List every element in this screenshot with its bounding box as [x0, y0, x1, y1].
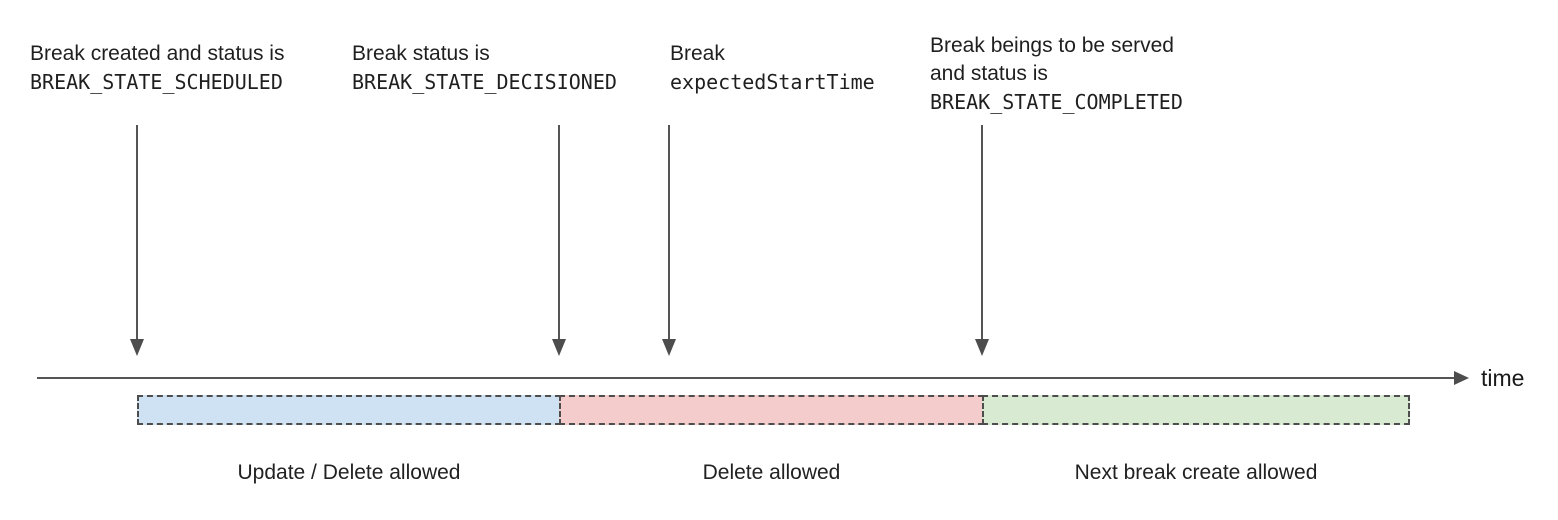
segment-label: Delete allowed — [702, 461, 841, 484]
arrow-head — [662, 339, 676, 356]
segment-label: Next break create allowed — [1074, 461, 1318, 484]
arrow-head — [552, 339, 566, 356]
annotation-break-decisioned: Break status is BREAK_STATE_DECISIONED — [352, 40, 617, 96]
annotation-text: Break status is — [352, 42, 490, 65]
down-arrow-icon — [975, 125, 989, 356]
segment-label: Update / Delete allowed — [237, 461, 461, 484]
arrow-shaft — [668, 125, 670, 341]
annotation-code: expectedStartTime — [670, 70, 875, 94]
annotation-text: Break created and status is — [30, 42, 285, 65]
annotation-code: BREAK_STATE_SCHEDULED — [30, 70, 283, 94]
segment-update-delete-allowed — [137, 395, 561, 425]
right-arrow-icon — [1454, 371, 1469, 385]
arrow-shaft — [136, 125, 138, 341]
annotation-code: BREAK_STATE_COMPLETED — [930, 90, 1183, 114]
time-axis-line — [37, 377, 1455, 379]
down-arrow-icon — [552, 125, 566, 356]
segment-delete-allowed — [559, 395, 984, 425]
down-arrow-icon — [130, 125, 144, 356]
annotation-break-scheduled: Break created and status is BREAK_STATE_… — [30, 40, 284, 96]
arrow-shaft — [558, 125, 560, 341]
arrow-shaft — [981, 125, 983, 341]
annotation-break-completed: Break beings to be served and status is … — [930, 32, 1183, 116]
down-arrow-icon — [662, 125, 676, 356]
annotation-expected-start-time: Break expectedStartTime — [670, 40, 875, 96]
arrow-head — [975, 339, 989, 356]
segment-next-break-create-allowed — [982, 395, 1410, 425]
arrow-head — [130, 339, 144, 356]
annotation-code: BREAK_STATE_DECISIONED — [352, 70, 617, 94]
time-axis-label: time — [1481, 365, 1525, 391]
annotation-text: Break beings to be served and status is — [930, 34, 1174, 85]
annotation-text: Break — [670, 42, 725, 65]
